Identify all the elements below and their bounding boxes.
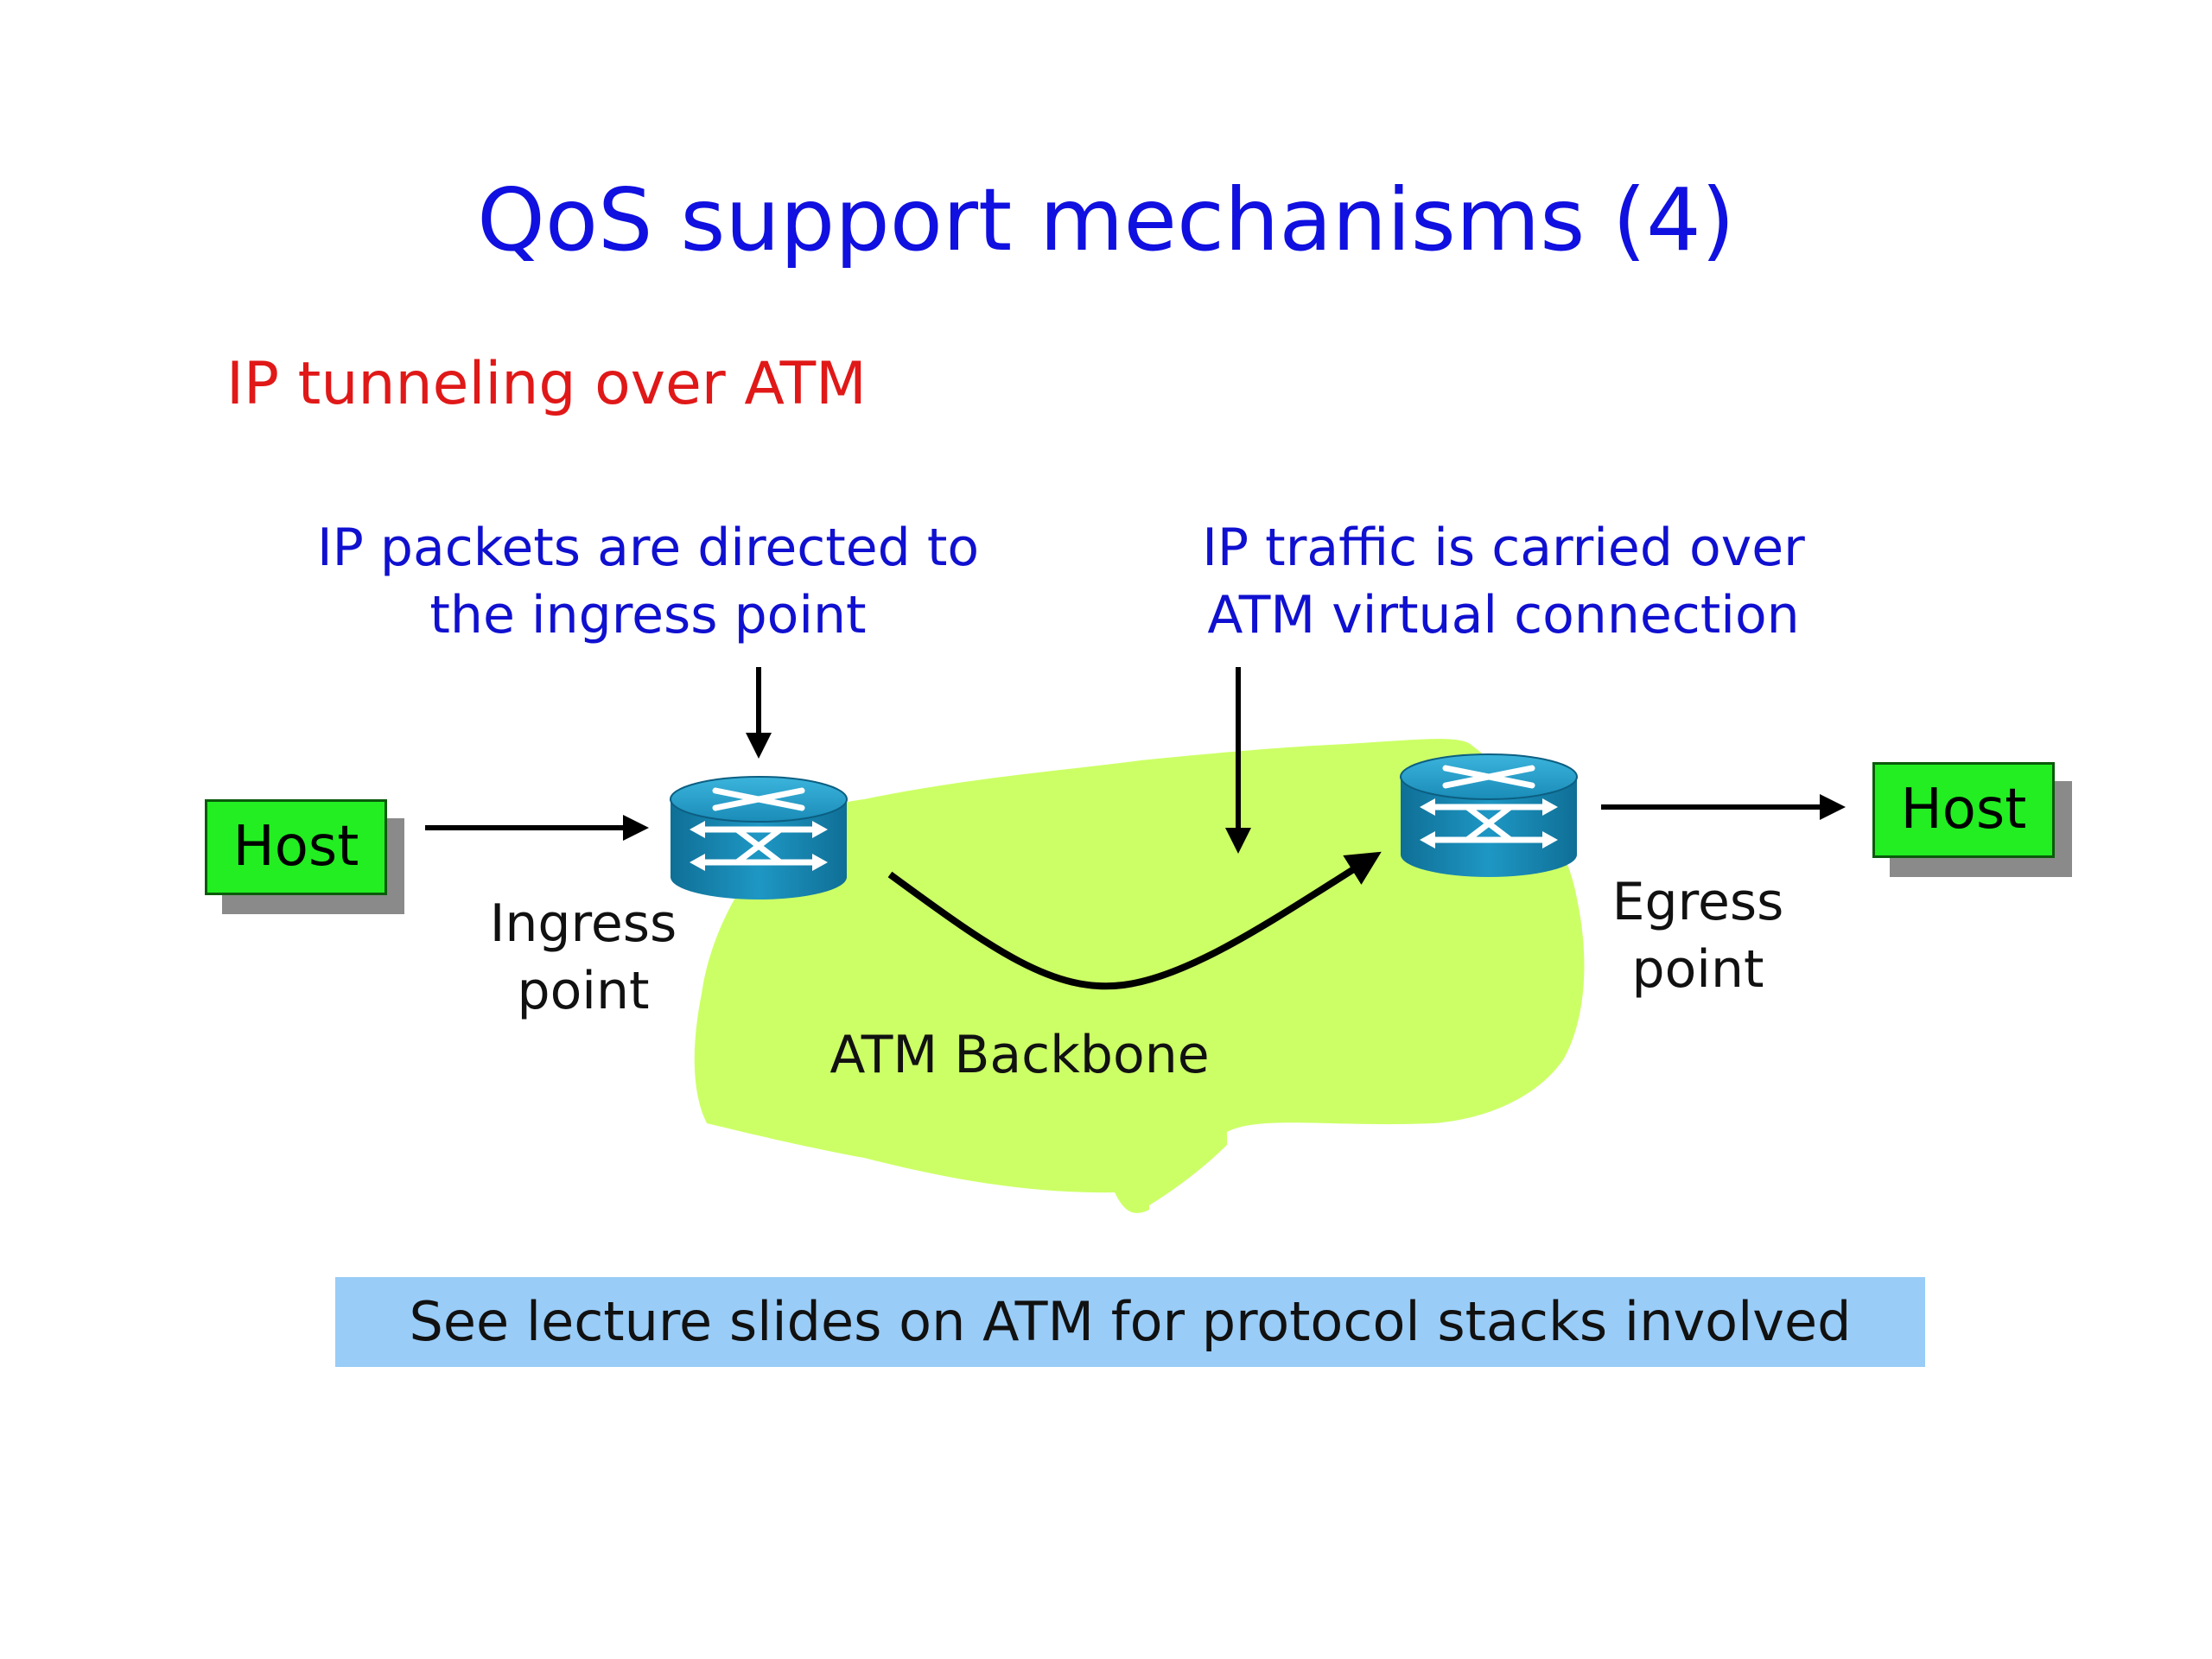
host-left: Host: [205, 799, 387, 895]
virtual-connection-curve: [887, 851, 1382, 990]
callout-left-line-2: the ingress point: [429, 585, 867, 645]
ingress-point-label: Ingress point: [432, 890, 734, 1025]
callout-ingress-direction: IP packets are directed to the ingress p…: [216, 514, 1080, 649]
slide-subtitle: IP tunneling over ATM: [226, 350, 867, 418]
egress-label-line-2: point: [1631, 939, 1764, 1000]
host-right: Host: [1872, 762, 2055, 858]
callout-virtual-connection: IP traffic is carried over ATM virtual c…: [1071, 514, 1936, 649]
callout-left-line-1: IP packets are directed to: [316, 518, 980, 578]
atm-switch-icon: [1400, 753, 1578, 877]
ingress-label-line-1: Ingress: [489, 893, 677, 954]
ingress-label-line-2: point: [517, 961, 650, 1021]
lecture-note-banner: See lecture slides on ATM for protocol s…: [335, 1277, 1925, 1367]
egress-point-label: Egress point: [1547, 868, 1849, 1003]
atm-backbone-label: ATM Backbone: [830, 1025, 1210, 1085]
atm-switch-icon: [670, 776, 848, 899]
egress-label-line-1: Egress: [1611, 872, 1784, 932]
callout-right-line-2: ATM virtual connection: [1207, 585, 1800, 645]
callout-right-line-1: IP traffic is carried over: [1202, 518, 1805, 578]
slide-title: QoS support mechanisms (4): [477, 169, 1735, 270]
